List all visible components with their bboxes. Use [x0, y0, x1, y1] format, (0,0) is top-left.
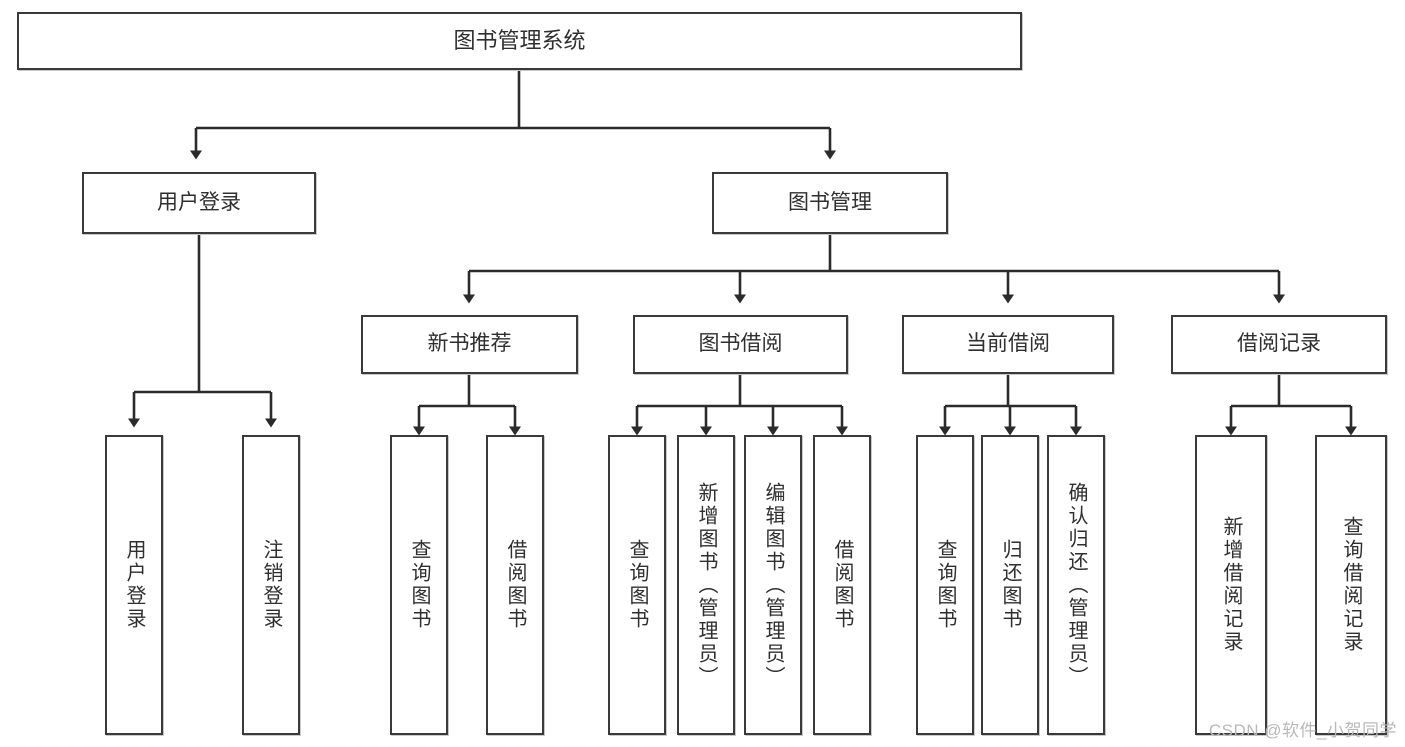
- leaf-book-borrow-query[interactable]: 查询图书: [608, 435, 666, 735]
- leaf-current-borrow-confirm-admin[interactable]: 确认归还（管理员）: [1047, 435, 1105, 735]
- node-label: 图书借阅: [698, 332, 783, 356]
- node-borrow-records[interactable]: 借阅记录: [1171, 315, 1387, 374]
- node-label: 图书管理系统: [453, 28, 586, 54]
- node-label: 归还图书: [999, 539, 1021, 631]
- node-label: 查询图书: [626, 539, 648, 631]
- node-label: 用户登录: [157, 190, 241, 214]
- node-new-book-recommend[interactable]: 新书推荐: [361, 315, 578, 374]
- node-label: 查询图书: [934, 539, 956, 631]
- node-label: 查询图书: [408, 539, 430, 631]
- leaf-new-book-borrow[interactable]: 借阅图书: [486, 435, 544, 735]
- node-book-management[interactable]: 图书管理: [712, 172, 948, 234]
- leaf-borrow-record-query[interactable]: 查询借阅记录: [1315, 435, 1387, 735]
- node-label: 借阅图书: [831, 539, 853, 631]
- node-root-book-management-system[interactable]: 图书管理系统: [17, 12, 1022, 70]
- leaf-book-borrow-add-admin[interactable]: 新增图书（管理员）: [677, 435, 735, 735]
- leaf-user-login-logout[interactable]: 注销登录: [242, 435, 300, 735]
- csdn-watermark: CSDN @软件_小贺同学: [1208, 721, 1397, 740]
- node-label: 借阅记录: [1237, 332, 1321, 356]
- node-label: 图书管理: [788, 190, 872, 214]
- node-label: 查询借阅记录: [1340, 516, 1362, 654]
- node-user-login[interactable]: 用户登录: [82, 172, 316, 234]
- leaf-book-borrow-borrow[interactable]: 借阅图书: [813, 435, 871, 735]
- leaf-book-borrow-edit-admin[interactable]: 编辑图书（管理员）: [744, 435, 802, 735]
- node-current-borrow[interactable]: 当前借阅: [902, 315, 1114, 374]
- node-label: 用户登录: [123, 539, 145, 631]
- node-label: 确认归还（管理员）: [1065, 481, 1087, 689]
- node-label: 编辑图书（管理员）: [762, 481, 784, 689]
- leaf-user-login-login[interactable]: 用户登录: [105, 435, 163, 735]
- node-book-borrow[interactable]: 图书借阅: [633, 315, 848, 374]
- node-label: 当前借阅: [966, 332, 1050, 356]
- leaf-new-book-query[interactable]: 查询图书: [390, 435, 448, 735]
- node-label: 借阅图书: [504, 539, 526, 631]
- leaf-current-borrow-query[interactable]: 查询图书: [916, 435, 974, 735]
- node-label: 注销登录: [260, 539, 282, 631]
- leaf-borrow-record-add[interactable]: 新增借阅记录: [1195, 435, 1267, 735]
- node-label: 新书推荐: [427, 332, 512, 356]
- node-label: 新增借阅记录: [1220, 516, 1242, 654]
- leaf-current-borrow-return[interactable]: 归还图书: [981, 435, 1039, 735]
- node-label: 新增图书（管理员）: [695, 481, 717, 689]
